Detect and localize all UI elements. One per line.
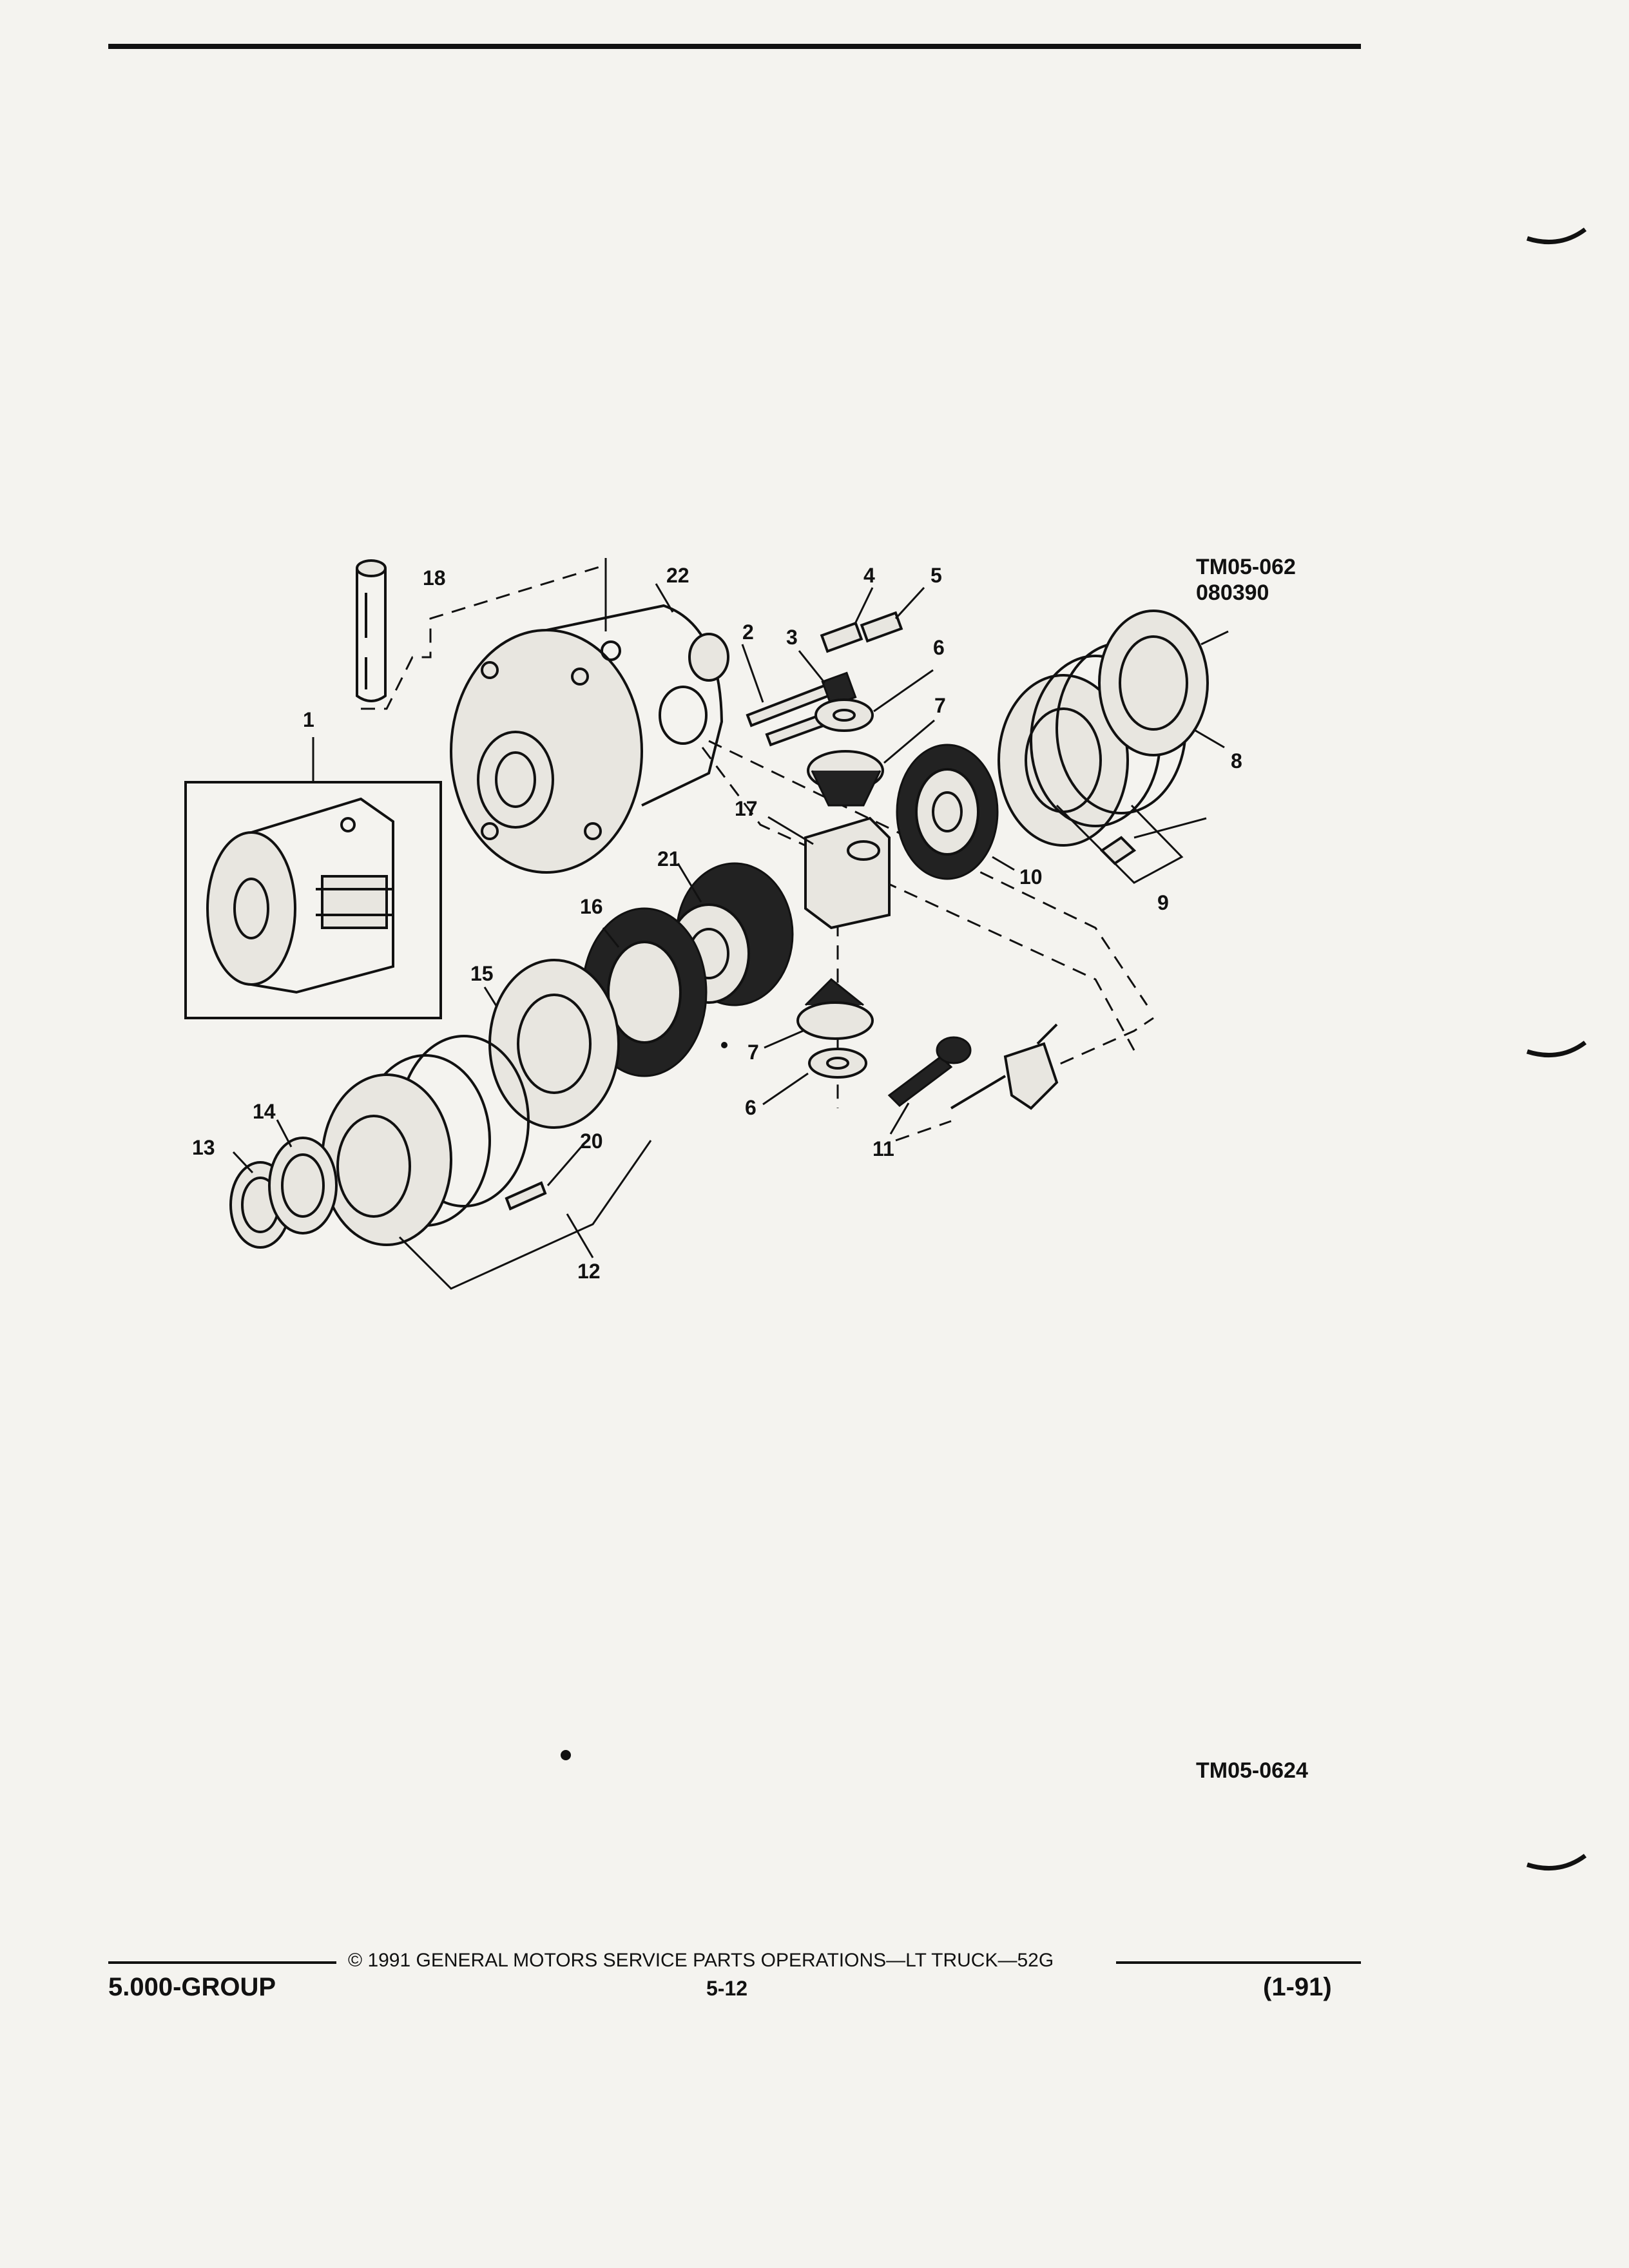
- callout-18: 18: [423, 566, 446, 590]
- footer-date: (1-91): [1263, 1973, 1332, 2001]
- thrust-rings-left: [229, 1137, 338, 1249]
- cross-pin: [356, 559, 387, 702]
- callout-21: 21: [657, 847, 680, 870]
- callout-8: 8: [1231, 749, 1242, 773]
- callout-1: 1: [303, 708, 314, 731]
- footer-rule-left: [108, 1961, 336, 1964]
- margin-marks: [1526, 227, 1587, 1870]
- callout-16: 16: [580, 895, 603, 918]
- thrust-washer-right: [1098, 610, 1209, 756]
- callout-13: 13: [192, 1136, 215, 1159]
- figure-code-line2: 080390: [1196, 581, 1269, 605]
- callout-6-bottom: 6: [745, 1096, 757, 1119]
- clutch-ring: [488, 959, 620, 1129]
- callout-2: 2: [742, 620, 754, 644]
- callout-7-bottom: 7: [747, 1041, 759, 1064]
- figure-bottom-code: TM05-0624: [1196, 1758, 1308, 1783]
- footer-page-number: 5-12: [706, 1977, 748, 2000]
- side-gear-right: [896, 744, 999, 880]
- footer-copyright: © 1991 GENERAL MOTORS SERVICE PARTS OPER…: [348, 1950, 1054, 1971]
- callout-12: 12: [577, 1260, 601, 1283]
- callout-14: 14: [253, 1100, 276, 1123]
- header-rule: [108, 44, 1361, 49]
- figure-code: TM05-062 080390: [1196, 554, 1296, 606]
- thrust-block: [804, 816, 891, 930]
- callout-4: 4: [863, 564, 875, 587]
- thrust-washer-top: [815, 698, 874, 732]
- callout-5: 5: [930, 564, 942, 587]
- callout-11: 11: [872, 1137, 894, 1160]
- thrust-washer-bottom: [808, 1048, 867, 1079]
- print-dot: [721, 1042, 728, 1048]
- clutch-pack-right: [998, 642, 1187, 865]
- differential-case: [450, 604, 729, 874]
- figure-code-line1: TM05-062: [1196, 555, 1296, 579]
- callout-22: 22: [666, 564, 689, 587]
- callout-15: 15: [470, 962, 494, 985]
- print-dot: [561, 1750, 571, 1760]
- footer-group: 5.000-GROUP: [108, 1973, 276, 2001]
- inset-assembly: [184, 781, 442, 1019]
- callout-6-top: 6: [933, 636, 945, 659]
- callout-7-top: 7: [934, 694, 946, 717]
- callout-3: 3: [786, 626, 798, 649]
- callout-10: 10: [1019, 865, 1043, 889]
- clutch-pack-left: [321, 1035, 547, 1246]
- bushings: [820, 611, 903, 653]
- callout-9: 9: [1157, 891, 1169, 914]
- callout-20: 20: [580, 1129, 603, 1153]
- pinion-gear-top: [807, 750, 884, 807]
- footer-rule-right: [1116, 1961, 1361, 1964]
- governor-assembly: [887, 1023, 1059, 1110]
- callout-17: 17: [735, 797, 758, 820]
- pinion-gear-bottom: [796, 977, 874, 1040]
